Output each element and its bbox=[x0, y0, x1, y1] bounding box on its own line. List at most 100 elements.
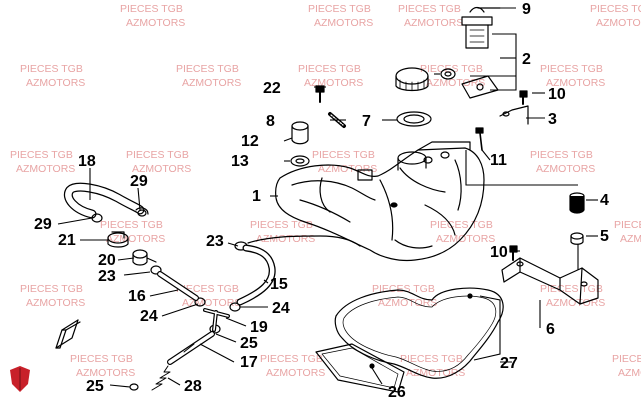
watermark-line1: PIECES TGB bbox=[250, 219, 313, 231]
callout-25a: 25 bbox=[240, 335, 258, 352]
callout-1: 1 bbox=[252, 188, 261, 205]
watermark-line2: AZMOTORS bbox=[436, 233, 495, 245]
bolt-10-upper bbox=[519, 90, 528, 105]
callout-19: 19 bbox=[250, 319, 268, 336]
spring-28 bbox=[151, 365, 171, 391]
callout-17: 17 bbox=[240, 354, 258, 371]
watermark-line2: AZMOTORS bbox=[26, 297, 85, 309]
watermark-line2: AZMOTORS bbox=[404, 17, 463, 29]
watermark-line2: AZMOTORS bbox=[536, 163, 595, 175]
callout-9: 9 bbox=[522, 1, 531, 18]
callout-28: 28 bbox=[184, 378, 202, 395]
callout-22: 22 bbox=[263, 80, 281, 97]
callout-21: 21 bbox=[58, 232, 76, 249]
callout-23a: 23 bbox=[206, 233, 224, 250]
callout-24b: 24 bbox=[140, 308, 158, 325]
mounting-stay bbox=[501, 257, 599, 305]
watermark-line2: AZMOTORS bbox=[106, 233, 165, 245]
watermark-line1: PIECES TGB bbox=[20, 283, 83, 295]
fuel-pump bbox=[461, 6, 501, 49]
tgb-shield-logo bbox=[10, 366, 30, 392]
watermark-line2: AZMOTORS bbox=[76, 367, 135, 379]
callout-6: 6 bbox=[546, 321, 555, 338]
callout-11: 11 bbox=[490, 152, 507, 169]
support-bracket bbox=[499, 105, 529, 125]
callout-25b: 25 bbox=[86, 378, 104, 395]
callout-3: 3 bbox=[548, 111, 557, 128]
watermark-line2: AZMOTORS bbox=[318, 163, 377, 175]
callout-15: 15 bbox=[270, 276, 288, 293]
watermark-line2: AZMOTORS bbox=[596, 17, 641, 29]
watermark-line1: PIECES TGB bbox=[430, 219, 493, 231]
fuel-tank bbox=[275, 141, 485, 262]
watermark-line2: AZMOTORS bbox=[266, 367, 325, 379]
watermark-line1: PIECES TGB bbox=[312, 149, 375, 161]
watermark-line1: PIECES TGB bbox=[400, 353, 463, 365]
watermark-line1: PIECES TGB bbox=[260, 353, 323, 365]
watermark-line2: AZMOTORS bbox=[126, 17, 185, 29]
tank-pad bbox=[334, 287, 504, 379]
t-joint-19 bbox=[203, 308, 230, 332]
callout-layer: 9 2 22 7 10 8 3 12 11 13 18 29 1 4 29 5 … bbox=[34, 1, 609, 400]
fuel-valve-21 bbox=[107, 231, 129, 248]
callout-2: 2 bbox=[522, 51, 531, 68]
callout-10a: 10 bbox=[548, 86, 566, 103]
fuel-valve-20 bbox=[132, 249, 157, 266]
callout-20: 20 bbox=[98, 252, 116, 269]
fuel-cap bbox=[395, 67, 429, 92]
watermark-line2: AZMOTORS bbox=[132, 163, 191, 175]
bracket-clip-icon bbox=[55, 319, 81, 349]
watermark-line1: PIECES TGB bbox=[540, 63, 603, 75]
spacer-12 bbox=[291, 121, 309, 145]
callout-12: 12 bbox=[241, 133, 259, 150]
callout-4: 4 bbox=[600, 192, 609, 209]
callout-27: 27 bbox=[500, 355, 518, 372]
watermark-line1: PIECES TGB bbox=[176, 63, 239, 75]
callout-8: 8 bbox=[266, 113, 275, 130]
fuel-hose-15 bbox=[236, 244, 276, 306]
watermark-line1: PIECES TGB bbox=[100, 219, 163, 231]
watermark-line1: PIECES TGB bbox=[126, 149, 189, 161]
watermark-line2: AZMOTORS bbox=[426, 77, 485, 89]
fuel-pipe-17 bbox=[167, 331, 215, 365]
watermark-line1: PIECES TGB bbox=[590, 3, 641, 15]
watermark-line1: PIECES TGB bbox=[70, 353, 133, 365]
bolt-22 bbox=[315, 85, 325, 103]
callout-10b: 10 bbox=[490, 244, 508, 261]
rubber-bush-5 bbox=[570, 232, 584, 245]
callout-13: 13 bbox=[231, 153, 249, 170]
watermark-line1: PIECES TGB bbox=[120, 3, 183, 15]
fuel-hose-16 bbox=[157, 271, 199, 301]
callout-5: 5 bbox=[600, 228, 609, 245]
watermark-line1: PIECES TGB bbox=[372, 283, 435, 295]
watermark-line2: AZMOTORS bbox=[620, 233, 641, 245]
watermark-line2: AZMOTORS bbox=[304, 77, 363, 89]
rubber-mount-4 bbox=[569, 192, 585, 214]
watermark-line2: AZMOTORS bbox=[618, 367, 641, 379]
watermark-line1: PIECES TGB bbox=[308, 3, 371, 15]
watermark-line1: PIECES TGB bbox=[298, 63, 361, 75]
watermark-line2: AZMOTORS bbox=[546, 77, 605, 89]
callout-26: 26 bbox=[388, 384, 406, 400]
callout-23b: 23 bbox=[98, 268, 116, 285]
watermark-line1: PIECES TGB bbox=[20, 63, 83, 75]
watermark-line2: AZMOTORS bbox=[378, 297, 437, 309]
callout-16: 16 bbox=[128, 288, 146, 305]
screw-11 bbox=[475, 127, 484, 151]
watermark-line1: PIECES TGB bbox=[540, 283, 603, 295]
callout-29a: 29 bbox=[130, 173, 148, 190]
bolt-10-lower bbox=[509, 245, 518, 261]
watermark-line2: AZMOTORS bbox=[182, 77, 241, 89]
washer-13 bbox=[290, 155, 310, 167]
watermark-line1: PIECES TGB bbox=[10, 149, 73, 161]
callout-24a: 24 bbox=[272, 300, 290, 317]
vent-pipe bbox=[247, 235, 361, 247]
callout-29b: 29 bbox=[34, 216, 52, 233]
breather-hose-18 bbox=[64, 182, 147, 223]
clip-29-top bbox=[135, 207, 149, 215]
leader-lines bbox=[57, 7, 598, 388]
watermark-line1: PIECES TGB bbox=[398, 3, 461, 15]
watermark-line2: AZMOTORS bbox=[26, 77, 85, 89]
watermark-line2: AZMOTORS bbox=[16, 163, 75, 175]
